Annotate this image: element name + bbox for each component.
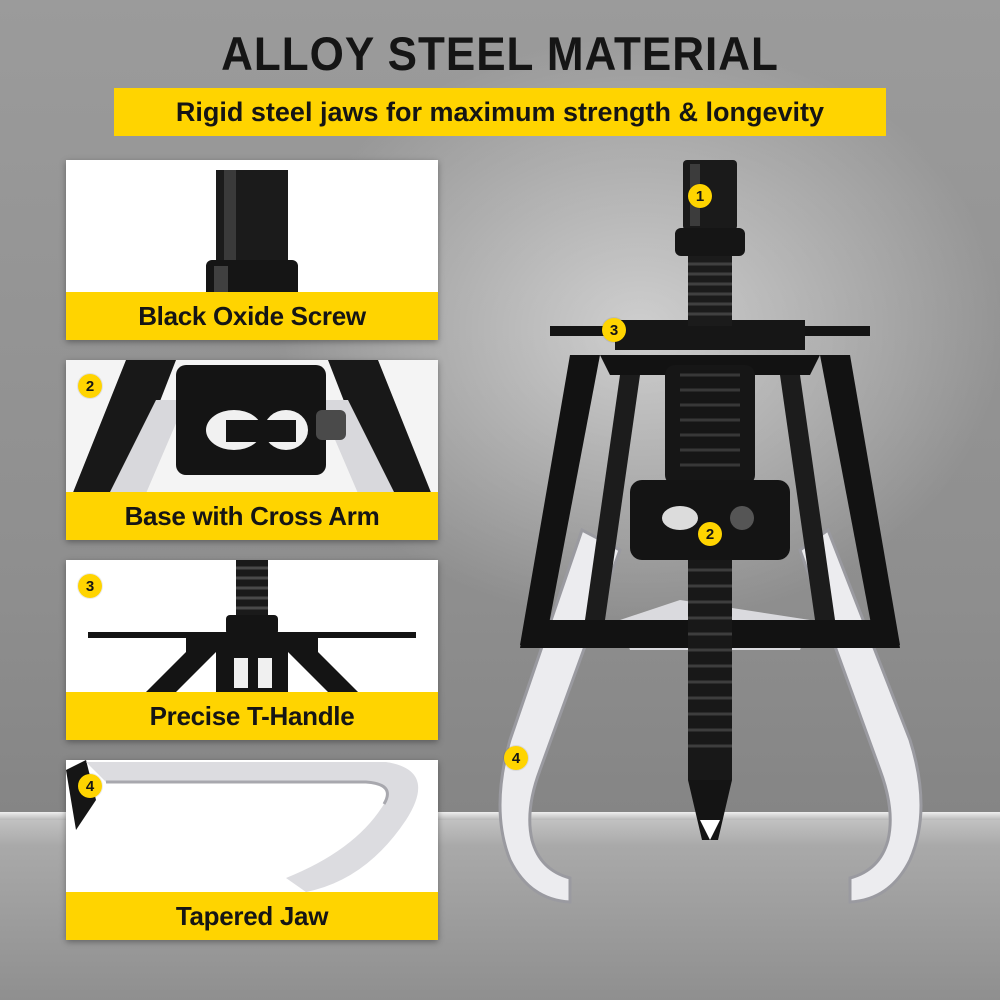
number-badge: 4 (78, 774, 102, 798)
number-badge: 2 (78, 374, 102, 398)
page-title: ALLOY STEEL MATERIAL (221, 27, 779, 81)
callout-badge: 2 (698, 522, 722, 546)
feature-label: Precise T-Handle (66, 692, 438, 740)
callout-badge: 3 (602, 318, 626, 342)
callout-badge: 4 (504, 746, 528, 770)
feature-panel-handle: 3 Precise T-Handle (66, 560, 438, 740)
callout-badge: 1 (688, 184, 712, 208)
feature-label: Base with Cross Arm (66, 492, 438, 540)
feature-label: Black Oxide Screw (66, 292, 438, 340)
t-handle-image (88, 560, 416, 692)
feature-panel-base: 2 Base with Cross Arm (66, 360, 438, 540)
number-badge: 3 (78, 574, 102, 598)
subtitle-banner: Rigid steel jaws for maximum strength & … (114, 88, 886, 136)
feature-panel-screw: 1 Black Oxide Screw (66, 160, 438, 340)
feature-panel-jaw: 4 Tapered Jaw (66, 760, 438, 940)
feature-label: Tapered Jaw (66, 892, 438, 940)
